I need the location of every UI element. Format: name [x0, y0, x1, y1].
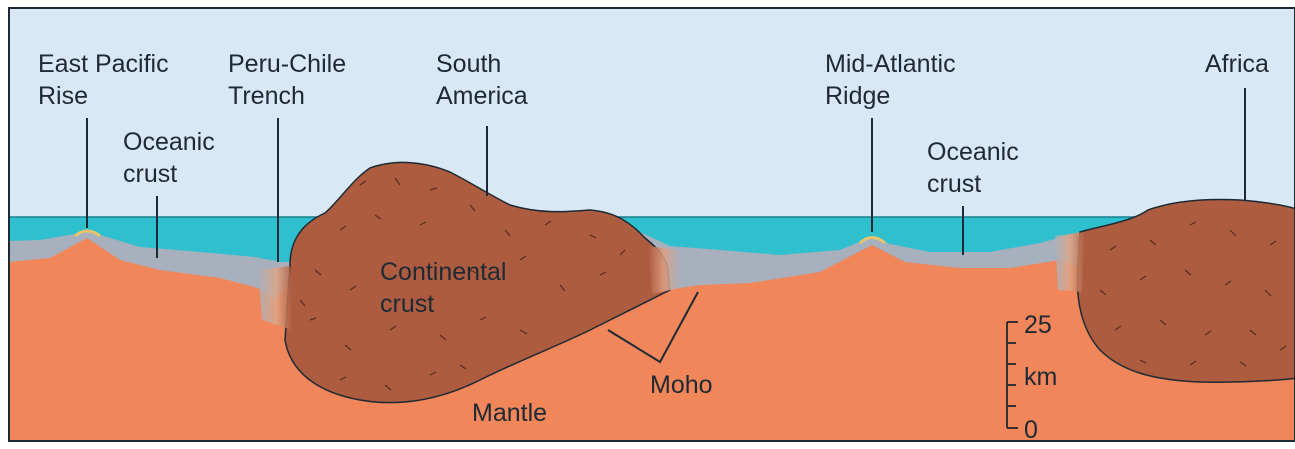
scale-unit: km: [1024, 363, 1057, 391]
label-mantle: Mantle: [472, 399, 547, 427]
label-moho: Moho: [650, 371, 713, 399]
label-africa: Africa: [1205, 50, 1269, 78]
africa-west-blend: [1055, 232, 1085, 292]
south-america-east-blend: [648, 246, 680, 294]
scale-bottom-value: 0: [1024, 416, 1038, 444]
africa-crust: [1077, 199, 1295, 382]
scale-top-value: 25: [1024, 311, 1052, 339]
